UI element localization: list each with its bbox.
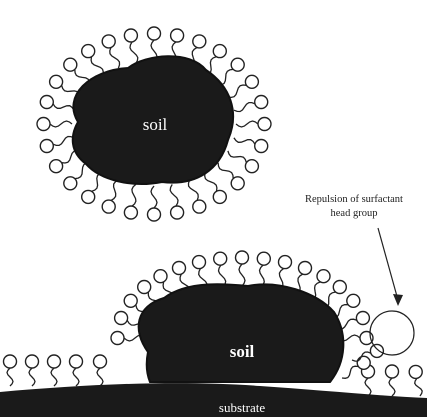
top-surfactant-tail xyxy=(50,121,72,127)
top-surfactant-head xyxy=(82,190,95,203)
bottom-surfactant-head xyxy=(257,252,270,265)
substrate-surface xyxy=(0,383,427,417)
top-surfactant-head xyxy=(193,35,206,48)
bottom-surfactant-head xyxy=(138,281,151,294)
top-surfactant-tail xyxy=(218,163,233,179)
bottom-surfactant-head xyxy=(317,270,330,283)
bottom-surfactant-head xyxy=(214,252,227,265)
repulsion-highlight-circle xyxy=(370,311,414,355)
top-surfactant-head xyxy=(102,200,115,213)
top-surfactant-head xyxy=(231,58,244,71)
substrate-surfactant-head xyxy=(409,365,422,378)
top-surfactant-head xyxy=(102,35,115,48)
top-surfactant-head xyxy=(245,75,258,88)
top-surfactant-tail xyxy=(110,48,120,69)
bottom-surfactant-tail xyxy=(239,264,245,286)
bottom-surfactant-head xyxy=(173,262,186,275)
top-surfactant-head xyxy=(193,200,206,213)
substrate-surfactant-tail xyxy=(29,368,35,386)
top-surfactant-tail xyxy=(151,186,157,208)
top-surfactant-head xyxy=(40,96,53,109)
substrate-surfactant-tail xyxy=(415,378,423,396)
top-surfactant-tail xyxy=(111,180,119,201)
top-surfactant-head xyxy=(231,177,244,190)
top-surfactant-head xyxy=(258,118,271,131)
bottom-surfactant-head xyxy=(154,270,167,283)
top-surfactant-tail xyxy=(53,104,74,110)
bottom-surfactant-head xyxy=(279,256,292,269)
bottom-soil-particle xyxy=(139,284,344,382)
bottom-surfactant-head xyxy=(236,251,249,264)
top-surfactant-tail xyxy=(189,180,199,201)
top-surfactant-head xyxy=(50,75,63,88)
top-surfactant-head xyxy=(148,27,161,40)
top-surfactant-tail xyxy=(205,173,217,192)
substrate-surfactant-head xyxy=(26,355,39,368)
top-surfactant-tail xyxy=(236,121,258,127)
top-surfactant-head xyxy=(255,96,268,109)
substrate-surfactant-tail xyxy=(73,368,79,386)
bottom-surfactant-head xyxy=(124,294,137,307)
bottom-surfactant-head xyxy=(111,332,124,345)
top-surfactant-head xyxy=(245,160,258,173)
substrate-surfactant-head xyxy=(4,355,17,368)
annotation-arrow xyxy=(378,228,398,300)
top-surfactant-tail xyxy=(132,184,136,206)
top-surfactant-head xyxy=(255,140,268,153)
substrate-surfactant-head xyxy=(48,355,61,368)
substrate-surfactant-tail xyxy=(365,378,371,396)
annotation-line-1: Repulsion of surfactant xyxy=(305,194,403,205)
bottom-surfactant-head xyxy=(333,281,346,294)
top-surfactant-head xyxy=(37,118,50,131)
annotation-arrowhead xyxy=(393,294,403,306)
substrate-surfactant-tail xyxy=(389,378,395,396)
top-surfactant-head xyxy=(124,206,137,219)
top-surfactant-tail xyxy=(228,85,247,97)
substrate-surfactant-head xyxy=(370,344,383,357)
top-surfactant-head xyxy=(213,45,226,58)
substrate-surfactant-tail xyxy=(51,368,57,386)
top-surfactant-tail xyxy=(228,151,247,163)
top-surfactant-head xyxy=(64,177,77,190)
substrate-surfactant-head xyxy=(94,355,107,368)
bottom-surfactant-head xyxy=(193,256,206,269)
top-soil-label: soil xyxy=(143,115,168,134)
substrate-surfactant-tail xyxy=(342,366,358,378)
top-surfactant-tail xyxy=(91,57,103,76)
top-surfactant-tail xyxy=(234,103,255,112)
top-surfactant-head xyxy=(171,29,184,42)
annotation-line-2: head group xyxy=(331,208,378,219)
top-surfactant-head xyxy=(171,206,184,219)
substrate-surfactant-head xyxy=(357,356,370,369)
bottom-surfactant-head xyxy=(347,294,360,307)
top-surfactant-head xyxy=(213,190,226,203)
top-surfactant-head xyxy=(50,160,63,173)
top-particle-group: soil xyxy=(37,27,271,221)
substrate-surfactant-head xyxy=(386,365,399,378)
bottom-surfactant-head xyxy=(299,262,312,275)
bottom-soil-label: soil xyxy=(230,342,255,361)
top-surfactant-tail xyxy=(170,184,178,206)
bottom-particle-group: soil substrate xyxy=(0,251,427,417)
top-surfactant-head xyxy=(82,45,95,58)
substrate-surfactant-head xyxy=(70,355,83,368)
substrate-label: substrate xyxy=(219,400,265,415)
bottom-surfactant-head xyxy=(115,312,128,325)
top-surfactant-tail xyxy=(130,42,138,64)
top-surfactant-tail xyxy=(234,138,255,144)
top-surfactant-head xyxy=(64,58,77,71)
substrate-surfactant-tail xyxy=(7,368,13,386)
top-surfactant-head xyxy=(40,140,53,153)
top-surfactant-head xyxy=(148,208,161,221)
bottom-surfactant-head xyxy=(356,312,369,325)
top-surfactant-tail xyxy=(53,137,74,146)
top-surfactant-head xyxy=(124,29,137,42)
substrate-surfactant-tail xyxy=(97,368,103,386)
